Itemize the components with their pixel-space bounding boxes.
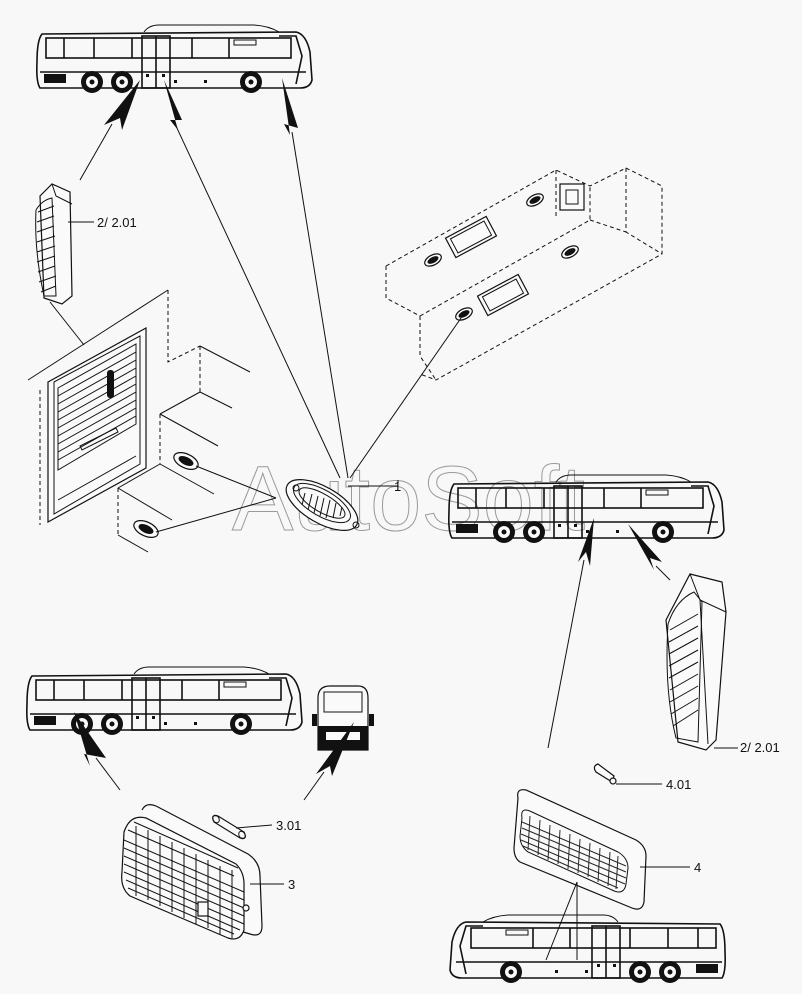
lamp-4-grid <box>513 789 690 961</box>
pointer-arrows-top <box>79 78 349 479</box>
callout-2-2-01-top: 2/ 2.01 <box>97 215 137 230</box>
bus-side-view-top <box>35 24 313 94</box>
callout-4-01: 4.01 <box>666 777 691 792</box>
callout-4: 4 <box>694 860 701 875</box>
pointer-arrows-bottom-left <box>74 712 121 791</box>
bus-side-view-bottom-right <box>449 914 727 984</box>
pointer-arrows-middle <box>547 518 671 749</box>
callout-2-2-01-right: 2/ 2.01 <box>740 740 780 755</box>
bus-rear-view <box>303 685 374 801</box>
door-stairwell-detail <box>27 289 277 553</box>
bulb-4-01 <box>593 763 662 785</box>
bus-side-view-bottom-left <box>25 666 303 736</box>
callout-3: 3 <box>288 877 295 892</box>
lamp-3-ribbed <box>121 804 284 940</box>
lamp-2-right <box>665 573 738 751</box>
lamp-2-top <box>35 183 94 346</box>
lamp-1-oval <box>285 479 399 531</box>
luggage-compartment-detail <box>349 167 663 479</box>
callout-3-01: 3.01 <box>276 818 301 833</box>
bulb-3-01 <box>212 814 273 840</box>
callout-1: 1 <box>394 479 401 494</box>
